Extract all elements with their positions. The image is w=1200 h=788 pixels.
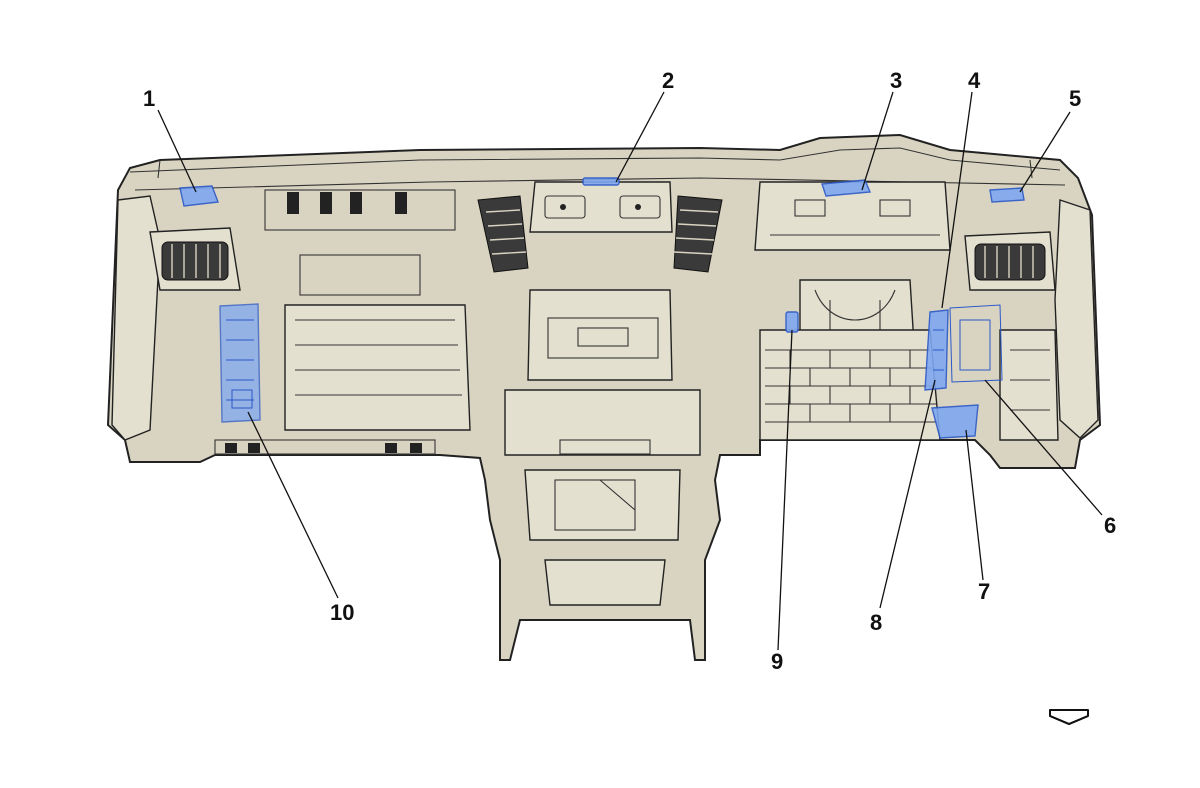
leader-3 — [861, 91, 894, 191]
left-outer-vent — [149, 227, 241, 291]
callout-1: 1 — [143, 86, 155, 111]
callout-5: 5 — [1069, 86, 1081, 111]
center-stack — [504, 289, 701, 456]
callout-8: 8 — [870, 610, 882, 635]
center-left-vent — [477, 195, 529, 273]
floor-console — [524, 469, 681, 606]
component-9 — [785, 311, 799, 333]
callout-4: 4 — [968, 68, 981, 93]
leader-8 — [879, 379, 936, 609]
callout-2: 2 — [662, 68, 674, 93]
callout-3: 3 — [890, 68, 902, 93]
glovebox-panel — [284, 304, 471, 431]
arrow-down-icon — [1049, 709, 1089, 726]
right-outer-vent — [964, 231, 1056, 291]
leader-9 — [777, 329, 793, 651]
leader-6 — [984, 379, 1103, 516]
leader-5 — [1019, 111, 1071, 193]
callout-10: 10 — [330, 600, 354, 625]
upper-connectors — [264, 189, 456, 296]
callout-labels: 1 2 3 4 5 6 7 8 9 10 — [143, 68, 1116, 674]
component-3 — [821, 179, 872, 197]
center-right-vent — [673, 195, 723, 273]
component-7 — [931, 404, 979, 439]
component-10 — [219, 303, 261, 423]
callout-6: 6 — [1104, 513, 1116, 538]
callout-7: 7 — [978, 579, 990, 604]
component-8 — [924, 309, 949, 391]
leader-lines — [157, 91, 1103, 651]
leader-2 — [615, 91, 665, 183]
component-6 — [949, 304, 1003, 383]
leader-10 — [247, 411, 339, 599]
lower-connectors — [214, 439, 436, 455]
component-5 — [989, 187, 1025, 203]
leader-1 — [157, 109, 197, 193]
callout-9: 9 — [771, 649, 783, 674]
leader-7 — [965, 429, 984, 581]
highlighted-components — [179, 177, 1025, 439]
instrument-panel — [106, 133, 1102, 661]
component-2 — [582, 177, 620, 186]
component-1 — [179, 185, 219, 207]
driver-lower-panel — [759, 329, 941, 441]
leader-4 — [941, 91, 973, 309]
